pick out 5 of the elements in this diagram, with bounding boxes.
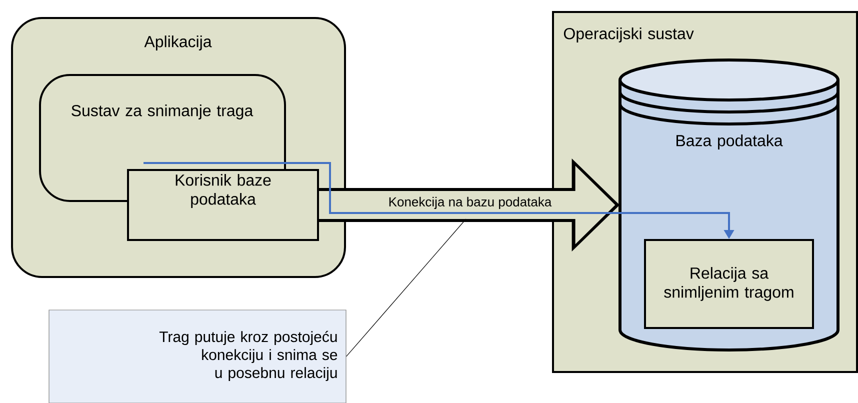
note-box: Trag putuje kroz postojeću konekciju i snima se u posebnu relaciju [48, 310, 346, 403]
edge-label: Konekcija na bazu podataka [387, 196, 553, 210]
process-box: Korisnik baze podataka [127, 169, 319, 241]
table-box: Relacija sa snimljenim tragom [644, 239, 814, 329]
leader-line [346, 218, 466, 357]
